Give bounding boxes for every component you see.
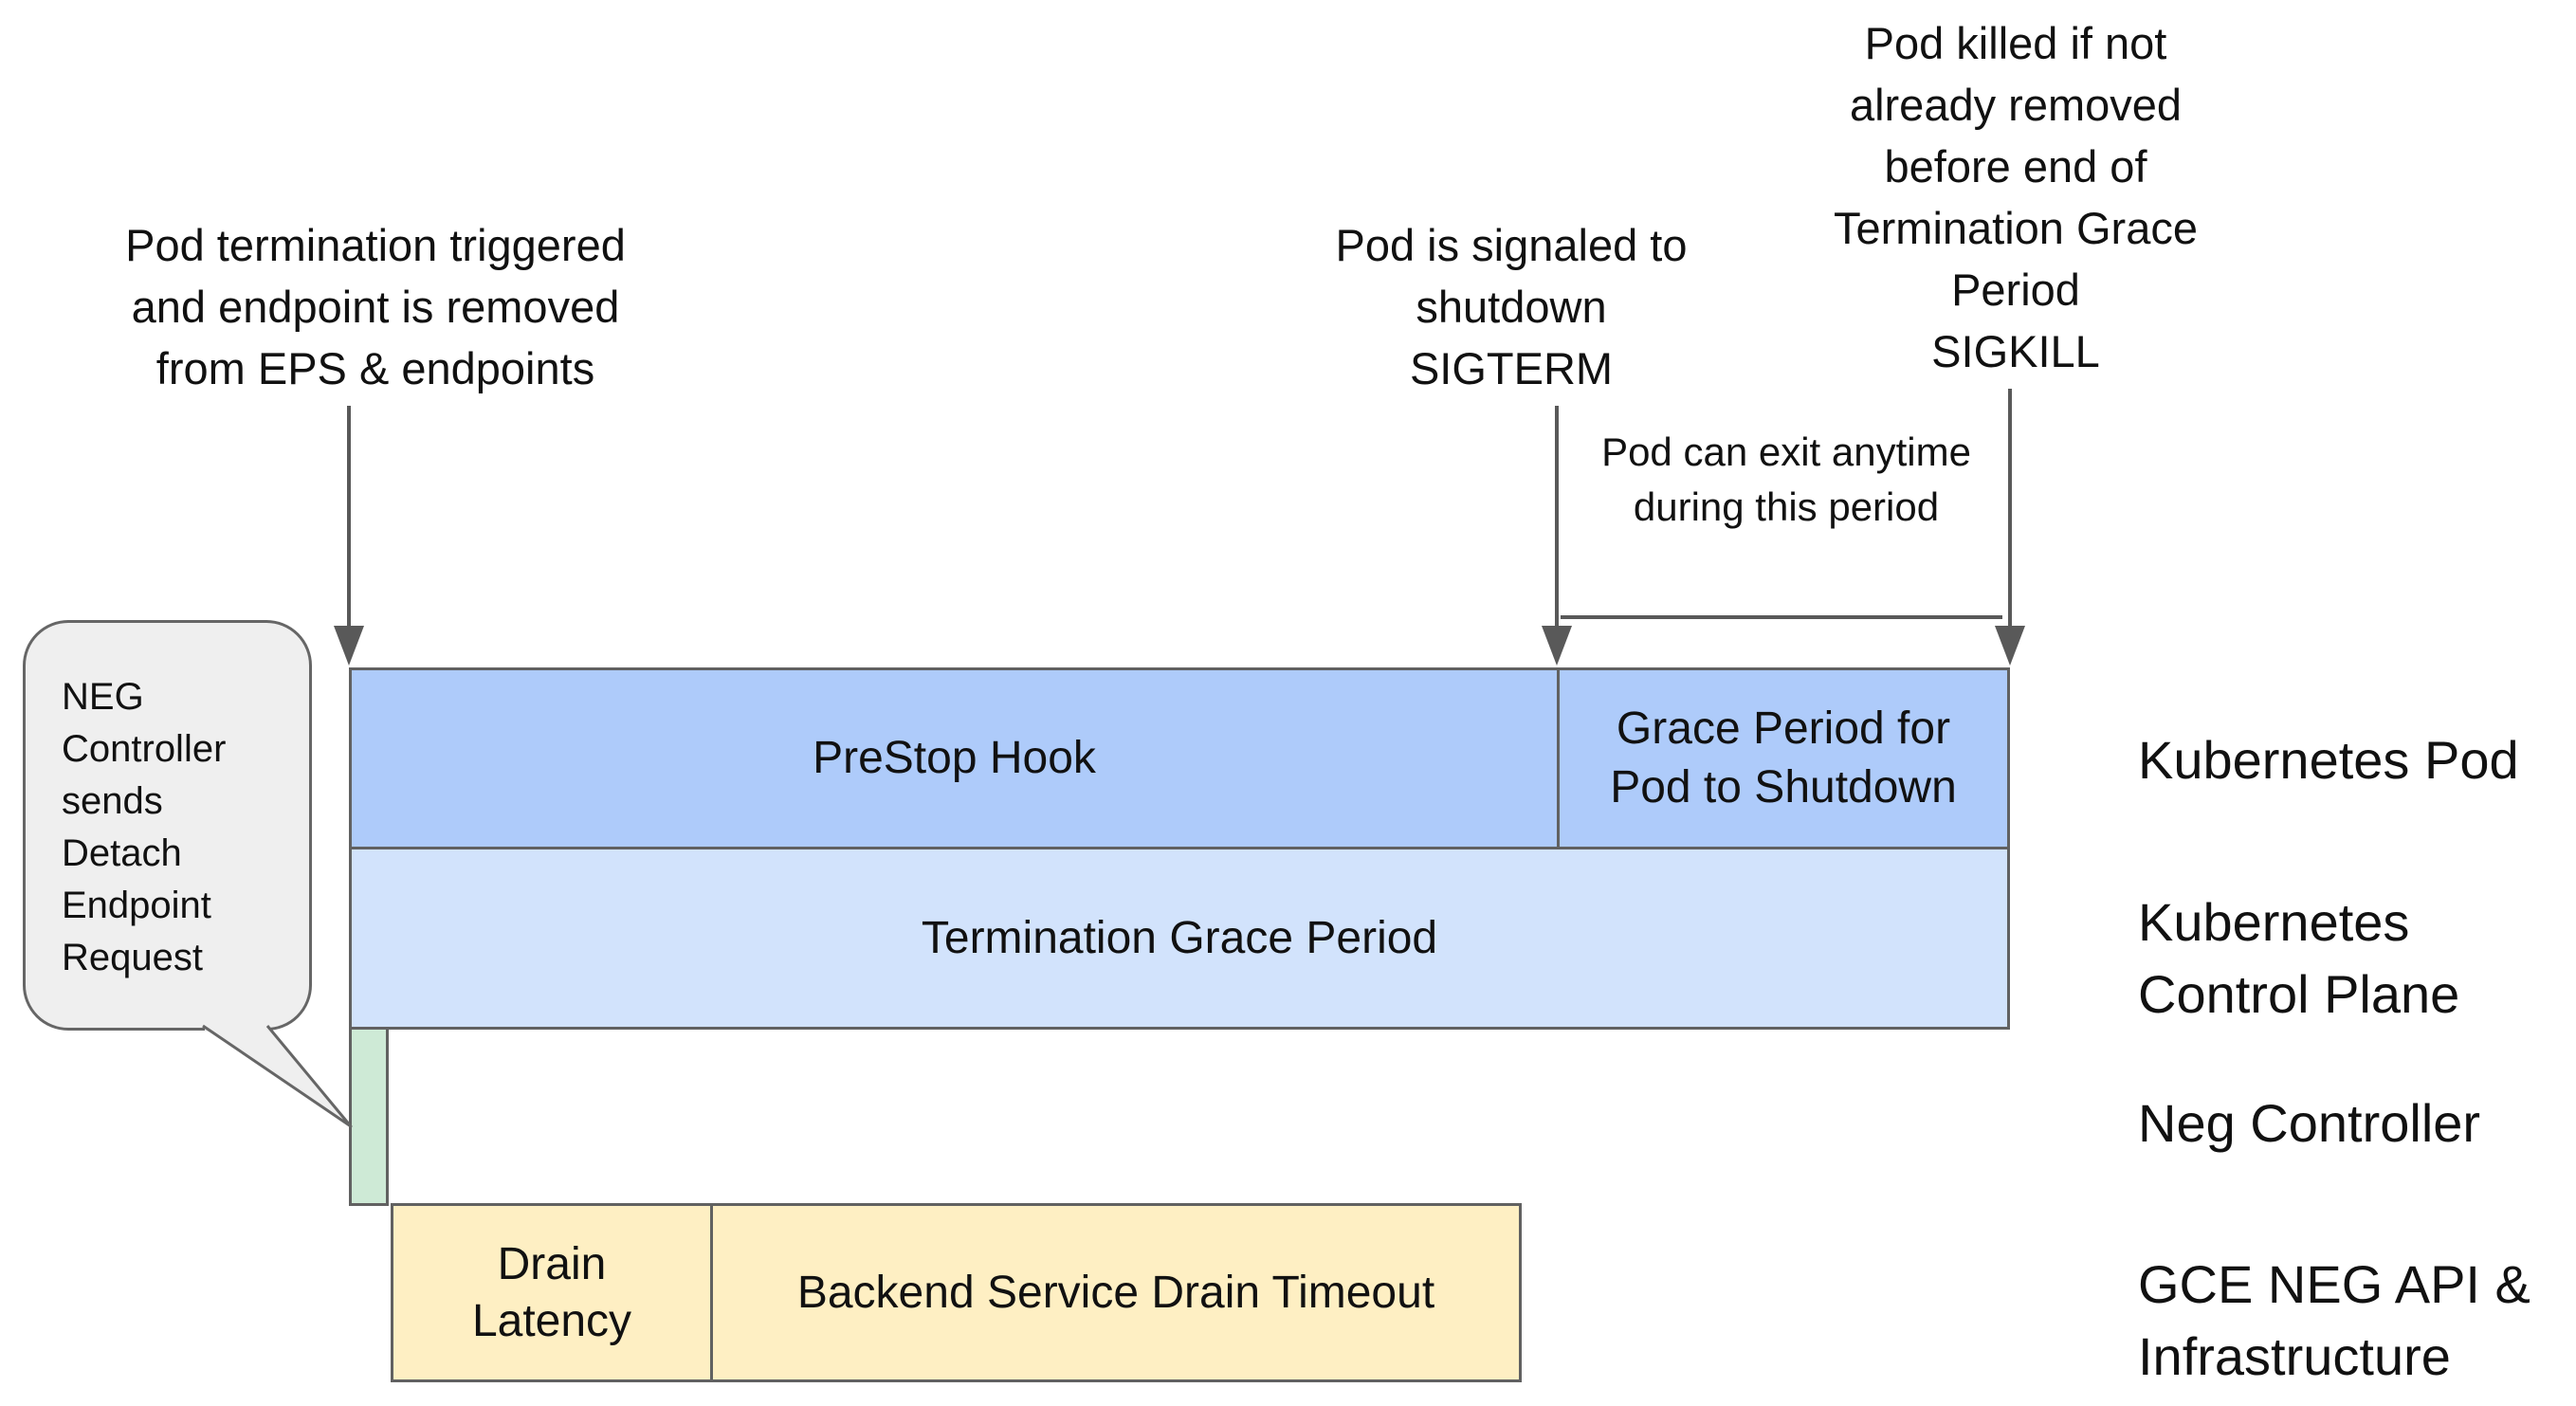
row-label-line: GCE NEG API & [2138, 1254, 2530, 1314]
callout-line: Controller [62, 728, 227, 770]
bar-label: Backend Service Drain Timeout [796, 1267, 1435, 1318]
annotation-sigkill: Pod killed if not already removed before… [1750, 12, 2281, 382]
annotation-exit-period: Pod can exit anytime during this period [1521, 425, 2052, 535]
bar-neg-controller-detach [349, 1027, 389, 1206]
bar-termination-grace-period: Termination Grace Period [349, 847, 2010, 1030]
row-label-line: Infrastructure [2138, 1326, 2451, 1386]
bar-label-line: Pod to Shutdown [1610, 762, 1957, 813]
callout-line: Request [62, 937, 203, 978]
annotation-line: SIGKILL [1931, 326, 2100, 376]
bar-drain-latency: Drain Latency [391, 1203, 713, 1382]
callout-text: NEG Controller sends Detach Endpoint Req… [26, 623, 309, 984]
row-label-kubernetes-control-plane: Kubernetes Control Plane [2138, 886, 2459, 1031]
annotation-line: SIGTERM [1409, 343, 1614, 393]
annotation-line: Pod termination triggered [125, 220, 626, 270]
callout-line: NEG [62, 676, 144, 718]
annotation-sigterm: Pod is signaled to shutdown SIGTERM [1227, 214, 1796, 399]
annotation-pod-termination: Pod termination triggered and endpoint i… [53, 214, 698, 399]
annotation-line: Pod killed if not [1864, 18, 2167, 68]
down-arrowhead-icon [334, 626, 364, 666]
annotation-line: before end of [1884, 141, 2147, 192]
bar-label: Termination Grace Period [921, 912, 1438, 963]
row-label-line: Control Plane [2138, 964, 2460, 1024]
annotation-line: shutdown [1416, 282, 1607, 332]
bar-label: PreStop Hook [813, 733, 1096, 783]
down-arrowhead-icon [1542, 626, 1572, 666]
annotation-line: Pod is signaled to [1335, 220, 1688, 270]
row-label-line: Neg Controller [2138, 1093, 2481, 1153]
annotation-line: Period [1951, 265, 2080, 315]
down-arrowhead-icon [1995, 626, 2025, 666]
annotation-line: Pod can exit anytime [1601, 429, 1971, 474]
annotation-line: during this period [1633, 484, 1940, 529]
neg-controller-callout-bubble: NEG Controller sends Detach Endpoint Req… [23, 620, 312, 1031]
bar-prestop-hook: PreStop Hook [349, 667, 1560, 849]
row-label-line: Kubernetes [2138, 892, 2410, 952]
callout-line: Detach [62, 832, 182, 874]
annotation-line: from EPS & endpoints [155, 343, 595, 393]
row-label-gce-neg-api: GCE NEG API & Infrastructure [2138, 1249, 2530, 1393]
row-label-kubernetes-pod: Kubernetes Pod [2138, 724, 2519, 796]
callout-line: sends [62, 780, 163, 822]
bar-label-line: Drain [497, 1238, 607, 1289]
annotation-line: and endpoint is removed [131, 282, 620, 332]
callout-line: Endpoint [62, 885, 211, 926]
bar-backend-service-drain-timeout: Backend Service Drain Timeout [710, 1203, 1522, 1382]
bar-label-line: Latency [471, 1295, 632, 1346]
bar-label-line: Grace Period for [1616, 703, 1951, 754]
bar-grace-period-for-pod-shutdown: Grace Period for Pod to Shutdown [1557, 667, 2010, 849]
annotation-line: Termination Grace [1834, 203, 2198, 253]
bubble-tail [202, 1024, 353, 1128]
row-label-line: Kubernetes Pod [2138, 730, 2519, 790]
row-label-neg-controller: Neg Controller [2138, 1087, 2480, 1159]
annotation-line: already removed [1849, 80, 2183, 130]
